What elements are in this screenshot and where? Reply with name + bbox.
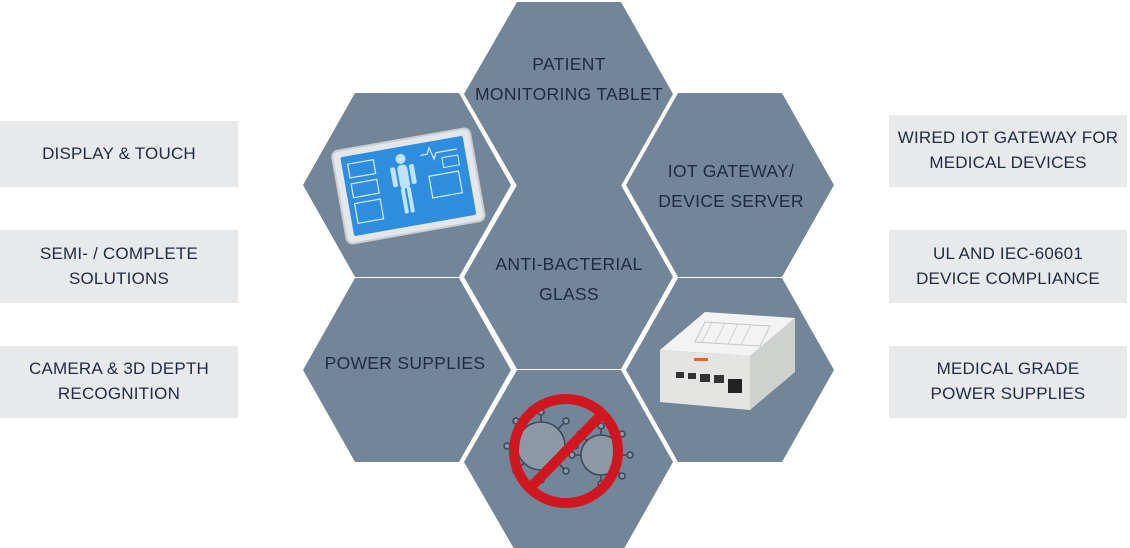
hex-no-virus [464, 370, 673, 548]
hex-top-line2: MONITORING TABLET [475, 84, 663, 104]
hex-upper-right-line1: IOT GATEWAY/ [668, 161, 794, 181]
no-virus-icon [503, 394, 634, 508]
label-display-touch: DISPLAY & TOUCH [0, 121, 238, 187]
hex-upper-right-line2: DEVICE SERVER [658, 191, 804, 211]
hex-top-line1: PATIENT [532, 54, 605, 74]
hex-anti-bacterial-glass [464, 185, 673, 369]
hex-patient-monitoring-tablet [464, 2, 673, 186]
device-server-icon [660, 312, 795, 410]
hex-power-supplies [303, 278, 511, 462]
label-medical-grade-power: MEDICAL GRADE POWER SUPPLIES [889, 346, 1127, 418]
label-camera-3d-depth: CAMERA & 3D DEPTH RECOGNITION [0, 346, 238, 418]
hex-iot-gateway [626, 93, 834, 277]
hex-center-line1: ANTI-BACTERIAL [495, 254, 642, 274]
hex-lower-left-line1: POWER SUPPLIES [325, 353, 486, 373]
hex-center-line2: GLASS [539, 284, 599, 304]
medical-tablet-icon [331, 127, 486, 245]
label-wired-iot-gateway: WIRED IOT GATEWAY FOR MEDICAL DEVICES [889, 115, 1127, 187]
label-semi-complete-solutions: SEMI- / COMPLETE SOLUTIONS [0, 230, 238, 303]
label-ul-iec-compliance: UL AND IEC-60601 DEVICE COMPLIANCE [889, 230, 1127, 303]
